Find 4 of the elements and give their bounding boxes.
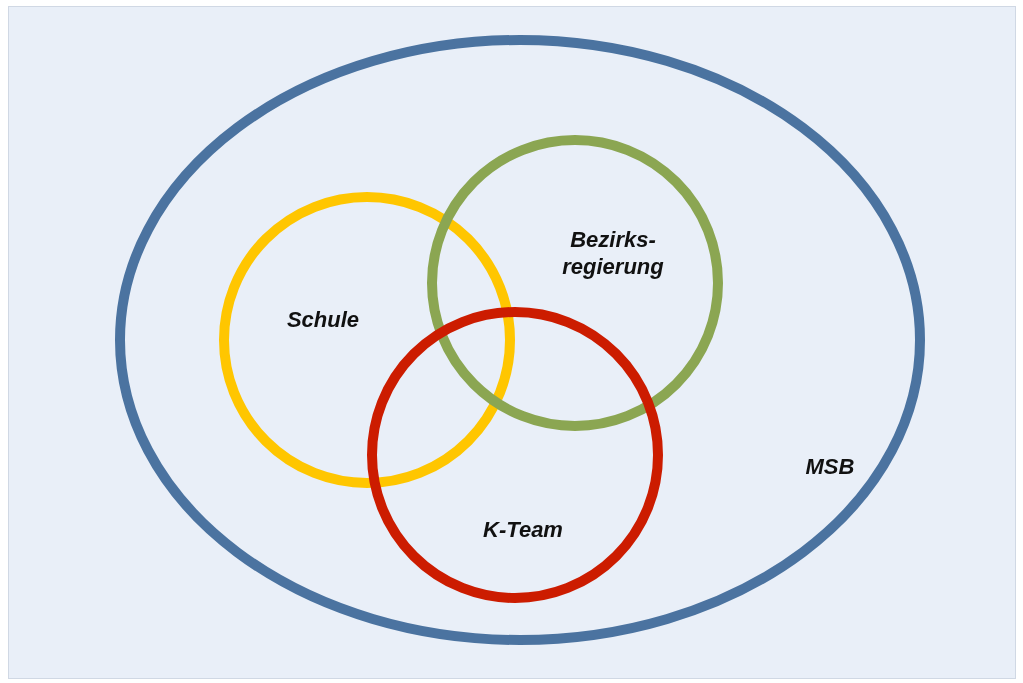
set-label: Schule [285, 306, 361, 333]
set-label: K-Team [482, 516, 564, 543]
set-label: MSB [804, 453, 856, 480]
set-label: Bezirks- regierung [561, 226, 665, 280]
